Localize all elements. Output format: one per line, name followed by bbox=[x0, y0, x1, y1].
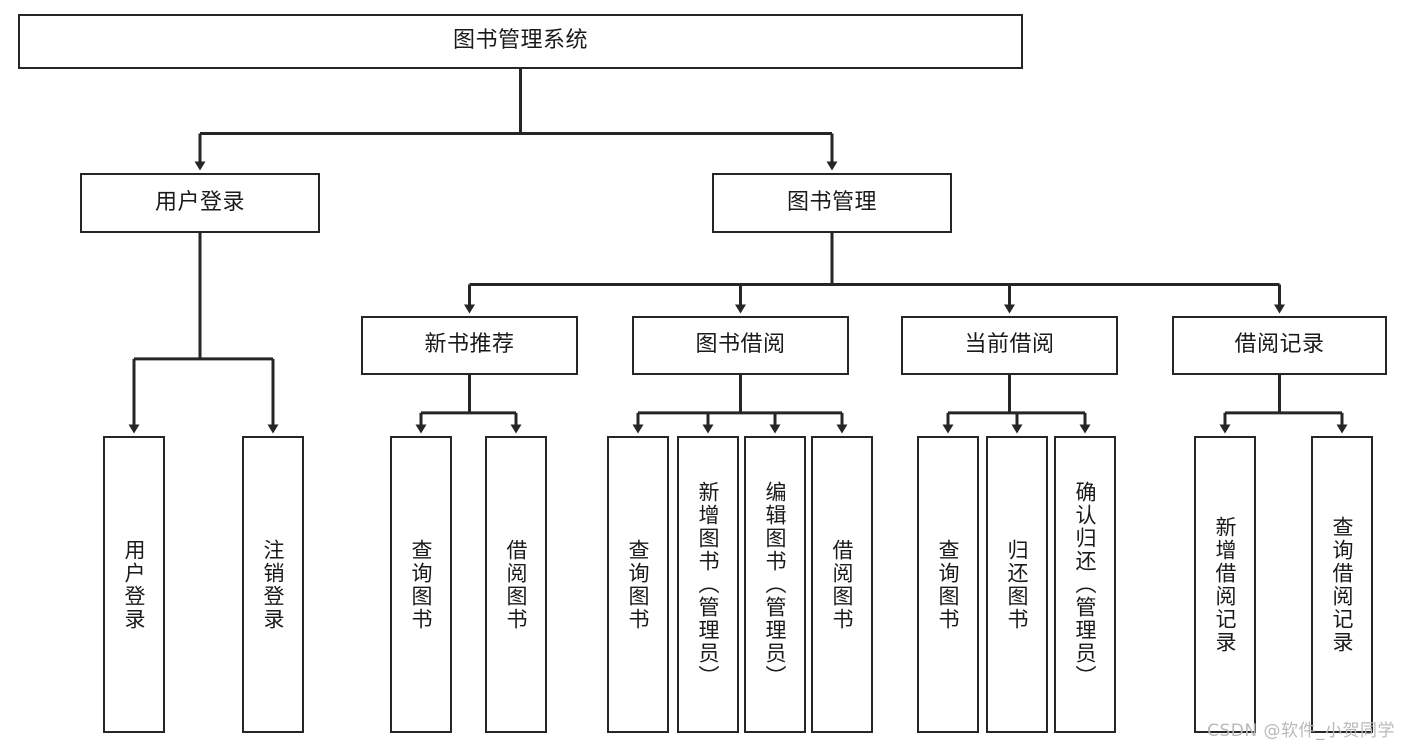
node-label: 用户登录 bbox=[154, 189, 245, 215]
node-leaf2[interactable]: 注销登录 bbox=[242, 436, 304, 733]
node-label: 编辑图书（管理员） bbox=[763, 481, 788, 688]
node-label: 当前借阅 bbox=[964, 332, 1055, 358]
node-label: 查询图书 bbox=[409, 538, 434, 631]
node-leaf8[interactable]: 借阅图书 bbox=[811, 436, 873, 733]
node-label: 图书管理系统 bbox=[452, 28, 588, 54]
node-label: 查询借阅记录 bbox=[1330, 515, 1355, 654]
node-leaf10[interactable]: 归还图书 bbox=[986, 436, 1048, 733]
node-label: 图书借阅 bbox=[695, 332, 786, 358]
node-label: 新增借阅记录 bbox=[1213, 515, 1238, 654]
node-leaf13[interactable]: 查询借阅记录 bbox=[1311, 436, 1373, 733]
node-label: 借阅图书 bbox=[830, 538, 855, 631]
node-currentborrow[interactable]: 当前借阅 bbox=[901, 316, 1118, 375]
node-leaf4[interactable]: 借阅图书 bbox=[485, 436, 547, 733]
watermark-label: CSDN @软件_小贺同学 bbox=[1207, 721, 1395, 741]
node-leaf1[interactable]: 用户登录 bbox=[103, 436, 165, 733]
node-label: 新增图书（管理员） bbox=[696, 481, 721, 688]
node-leaf11[interactable]: 确认归还（管理员） bbox=[1054, 436, 1116, 733]
node-newbooks[interactable]: 新书推荐 bbox=[361, 316, 578, 375]
node-leaf5[interactable]: 查询图书 bbox=[607, 436, 669, 733]
node-label: 确认归还（管理员） bbox=[1073, 481, 1098, 688]
node-label: 查询图书 bbox=[936, 538, 961, 631]
node-leaf9[interactable]: 查询图书 bbox=[917, 436, 979, 733]
node-label: 注销登录 bbox=[261, 538, 286, 631]
node-label: 借阅图书 bbox=[504, 538, 529, 631]
node-leaf6[interactable]: 新增图书（管理员） bbox=[677, 436, 739, 733]
node-leaf12[interactable]: 新增借阅记录 bbox=[1194, 436, 1256, 733]
node-borrowbooks[interactable]: 图书借阅 bbox=[632, 316, 849, 375]
node-root[interactable]: 图书管理系统 bbox=[18, 14, 1023, 69]
node-label: 图书管理 bbox=[786, 189, 877, 215]
node-label: 用户登录 bbox=[122, 538, 147, 631]
node-label: 查询图书 bbox=[626, 538, 651, 631]
node-leaf3[interactable]: 查询图书 bbox=[390, 436, 452, 733]
node-borrowrecord[interactable]: 借阅记录 bbox=[1172, 316, 1387, 375]
node-label: 归还图书 bbox=[1005, 538, 1030, 631]
node-label: 新书推荐 bbox=[424, 332, 515, 358]
node-leaf7[interactable]: 编辑图书（管理员） bbox=[744, 436, 806, 733]
node-label: 借阅记录 bbox=[1234, 332, 1325, 358]
node-login[interactable]: 用户登录 bbox=[80, 173, 320, 233]
node-bookmgmt[interactable]: 图书管理 bbox=[712, 173, 952, 233]
